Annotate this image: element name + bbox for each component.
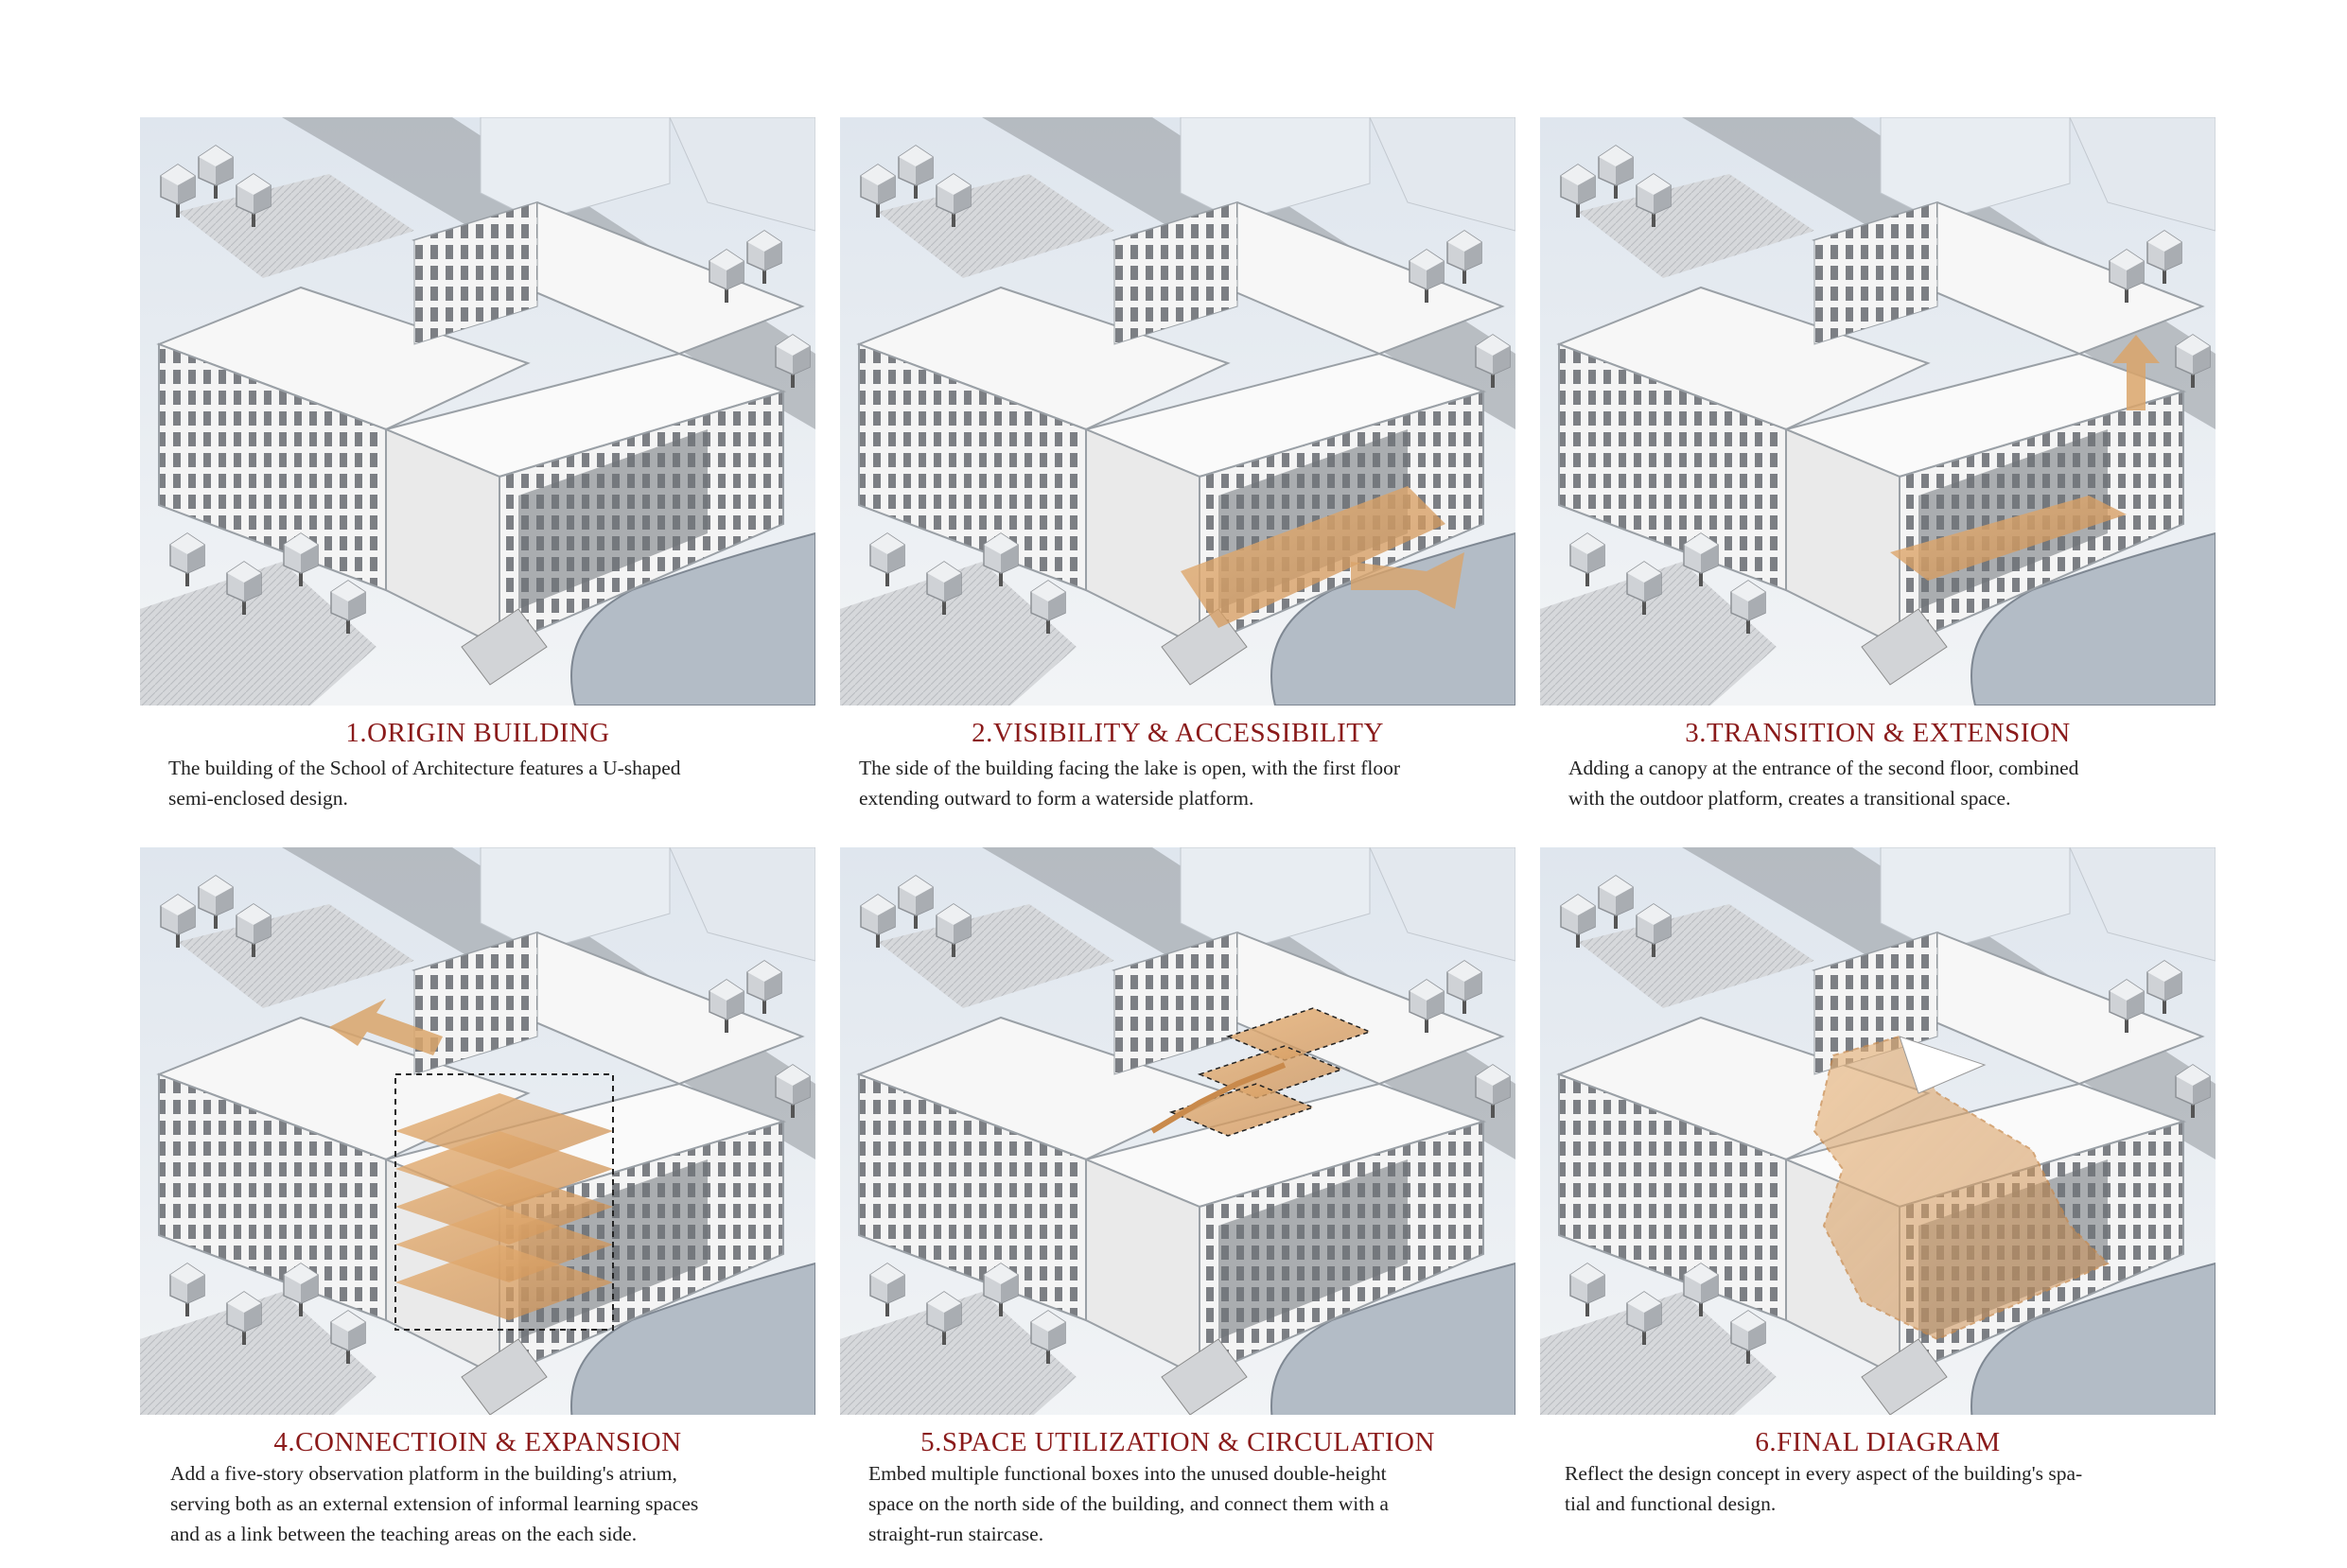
diagram-space-utilization — [840, 847, 1515, 1415]
diagram-visibility-accessibility — [840, 117, 1515, 706]
waterside-platform-highlight — [1181, 486, 1445, 628]
panel-5-description: Embed multiple functional boxes into the… — [840, 1458, 1515, 1549]
panel-4: 4.CONNECTIOIN & EXPANSION Add a five-sto… — [140, 847, 815, 1549]
observation-platform-stack — [395, 1093, 613, 1320]
panel-6-line-2: tial and functional design. — [1565, 1492, 1777, 1515]
panel-6-description: Reflect the design concept in every aspe… — [1540, 1458, 2216, 1519]
panel-4-description: Add a five-story observation platform in… — [140, 1458, 815, 1549]
panel-5-line-1: Embed multiple functional boxes into the… — [868, 1462, 1387, 1485]
dashed-frame — [394, 1073, 614, 1331]
panel-2-line-2: extending outward to form a waterside pl… — [859, 787, 1254, 810]
canopy-highlight — [1890, 496, 2127, 581]
staircase-line — [1150, 1062, 1287, 1134]
panel-2-description: The side of the building facing the lake… — [840, 753, 1515, 813]
panel-2-line-1: The side of the building facing the lake… — [859, 757, 1400, 779]
panel-6-title: 6.FINAL DIAGRAM — [1755, 1427, 2001, 1457]
panel-5-title: 5.SPACE UTILIZATION & CIRCULATION — [920, 1427, 1435, 1457]
arrow-shape — [329, 999, 443, 1055]
panel-4-line-1: Add a five-story observation platform in… — [170, 1462, 677, 1485]
panel-6: 6.FINAL DIAGRAM Reflect the design conce… — [1540, 847, 2216, 1519]
panel-5-line-2: space on the north side of the building,… — [868, 1492, 1389, 1515]
diagram-origin-building — [140, 117, 815, 706]
diagram-transition-extension — [1540, 117, 2216, 706]
panel-1-line-2: semi-enclosed design. — [168, 787, 348, 810]
panel-6-line-1: Reflect the design concept in every aspe… — [1565, 1462, 2083, 1485]
panel-2: 2.VISIBILITY & ACCESSIBILITY The side of… — [840, 117, 1515, 813]
panel-1-description: The building of the School of Architectu… — [140, 753, 815, 813]
panel-4-line-3: and as a link between the teaching areas… — [170, 1523, 638, 1545]
diagram-connection-expansion — [140, 847, 815, 1415]
panel-1-line-1: The building of the School of Architectu… — [168, 757, 681, 779]
up-arrow-shape — [2112, 335, 2160, 410]
panel-4-title: 4.CONNECTIOIN & EXPANSION — [273, 1427, 682, 1457]
panel-4-line-2: serving both as an external extension of… — [170, 1492, 699, 1515]
panel-3-title: 3.TRANSITION & EXTENSION — [1685, 718, 2071, 748]
panel-3: 3.TRANSITION & EXTENSION Adding a canopy… — [1540, 117, 2216, 813]
white-canopy — [1899, 1036, 1987, 1094]
panel-1-title: 1.ORIGIN BUILDING — [345, 718, 610, 748]
panel-3-line-1: Adding a canopy at the entrance of the s… — [1568, 757, 2079, 779]
panel-1: 1.ORIGIN BUILDING The building of the Sc… — [140, 117, 815, 813]
diagram-final — [1540, 847, 2216, 1415]
panel-3-line-2: with the outdoor platform, creates a tra… — [1568, 787, 2011, 810]
panel-2-title: 2.VISIBILITY & ACCESSIBILITY — [972, 718, 1384, 748]
arrow-shape — [1351, 552, 1464, 609]
panel-5: 5.SPACE UTILIZATION & CIRCULATION Embed … — [840, 847, 1515, 1549]
panel-5-line-3: straight-run staircase. — [868, 1523, 1044, 1545]
panel-3-description: Adding a canopy at the entrance of the s… — [1540, 753, 2216, 813]
